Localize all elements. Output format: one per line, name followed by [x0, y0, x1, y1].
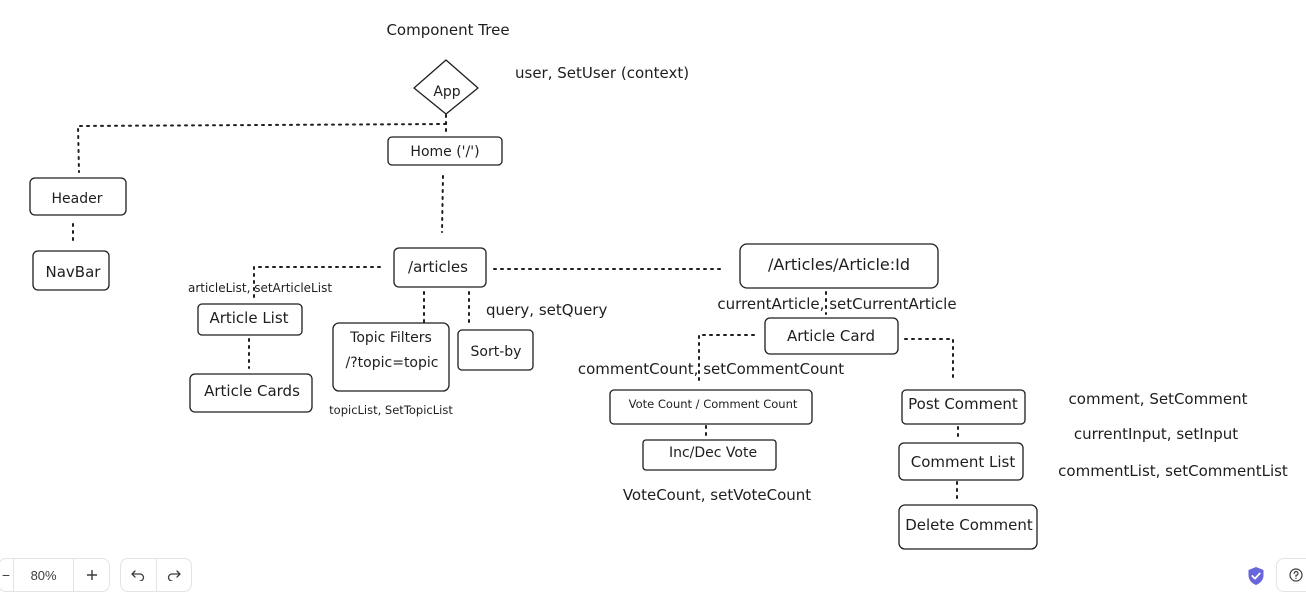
label-comment-state: comment, SetComment	[1069, 390, 1248, 408]
plus-icon	[86, 570, 97, 580]
node-comment-list[interactable]: Comment List	[898, 442, 1024, 481]
minus-icon: −	[1, 567, 11, 583]
node-delete-comment[interactable]: Delete Comment	[898, 504, 1038, 550]
node-app[interactable]: App	[413, 59, 479, 115]
label-user-context: user, SetUser (context)	[515, 64, 689, 82]
undo-icon	[131, 570, 145, 581]
edge-articles-articlelist	[253, 266, 381, 303]
node-post-comment[interactable]: Post Comment	[901, 389, 1026, 425]
node-topic-filters-route: /?topic=topic	[346, 355, 439, 371]
node-article-cards-label: Article Cards	[204, 382, 300, 400]
edge-articlecard-votecount	[698, 334, 755, 385]
node-inc-dec-vote[interactable]: Inc/Dec Vote	[642, 439, 777, 471]
label-current-article-state: currentArticle, setCurrentArticle	[717, 295, 956, 313]
node-articles-label: /articles	[408, 258, 468, 276]
help-button[interactable]	[1276, 558, 1306, 592]
node-header[interactable]: Header	[29, 177, 127, 216]
undo-button[interactable]	[121, 559, 156, 591]
edges	[72, 114, 959, 503]
label-current-input-state: currentInput, setInput	[1074, 425, 1238, 443]
shield-check-icon[interactable]	[1247, 566, 1265, 586]
node-app-label: App	[433, 84, 460, 100]
node-article-card-label: Article Card	[787, 327, 875, 345]
node-article-by-id[interactable]: /Articles/Article:Id	[739, 243, 939, 289]
zoom-in-button[interactable]	[74, 559, 109, 591]
zoom-toolbar: − 80%	[0, 558, 110, 592]
node-home[interactable]: Home ('/')	[387, 136, 503, 166]
label-vote-count-state: VoteCount, setVoteCount	[623, 486, 811, 504]
node-post-comment-label: Post Comment	[908, 395, 1018, 413]
redo-icon	[167, 570, 181, 581]
node-topic-filters-label: Topic Filters	[349, 330, 432, 346]
node-comment-list-label: Comment List	[911, 453, 1016, 471]
node-article-list-label: Article List	[209, 309, 288, 327]
diagram-title: Component Tree	[386, 21, 509, 39]
node-delete-comment-label: Delete Comment	[905, 516, 1033, 534]
label-query-state: query, setQuery	[486, 301, 607, 319]
node-inc-dec-vote-label: Inc/Dec Vote	[669, 445, 757, 461]
node-home-label: Home ('/')	[410, 144, 479, 160]
node-article-list[interactable]: Article List	[197, 303, 303, 336]
label-comment-list-state: commentList, setCommentList	[1058, 462, 1288, 480]
zoom-out-button[interactable]: −	[0, 559, 13, 591]
edge-app-header	[76, 123, 447, 173]
zoom-level[interactable]: 80%	[30, 567, 57, 583]
label-comment-count-state: commentCount, setCommentCount	[578, 360, 844, 378]
node-article-cards[interactable]: Article Cards	[189, 373, 313, 413]
node-navbar-label: NavBar	[46, 263, 102, 281]
node-vote-comment-count[interactable]: Vote Count / Comment Count	[609, 389, 813, 425]
history-toolbar	[120, 558, 192, 592]
help-icon	[1289, 568, 1303, 582]
node-vote-comment-count-label: Vote Count / Comment Count	[629, 397, 798, 411]
label-article-list-state: articleList, setArticleList	[188, 281, 332, 295]
edge-articlecard-postcomment	[904, 338, 954, 383]
node-topic-filters[interactable]: Topic Filters /?topic=topic	[332, 322, 450, 392]
node-navbar[interactable]: NavBar	[32, 250, 110, 291]
redo-button[interactable]	[156, 559, 191, 591]
node-sort-by[interactable]: Sort-by	[457, 329, 534, 371]
node-header-label: Header	[52, 191, 103, 207]
node-article-by-id-label: /Articles/Article:Id	[768, 255, 910, 274]
edge-home-articles	[441, 175, 444, 233]
node-sort-by-label: Sort-by	[471, 344, 522, 360]
label-topic-list-state: topicList, SetTopicList	[329, 403, 453, 417]
node-articles[interactable]: /articles	[393, 247, 487, 288]
node-article-card[interactable]: Article Card	[764, 317, 899, 355]
